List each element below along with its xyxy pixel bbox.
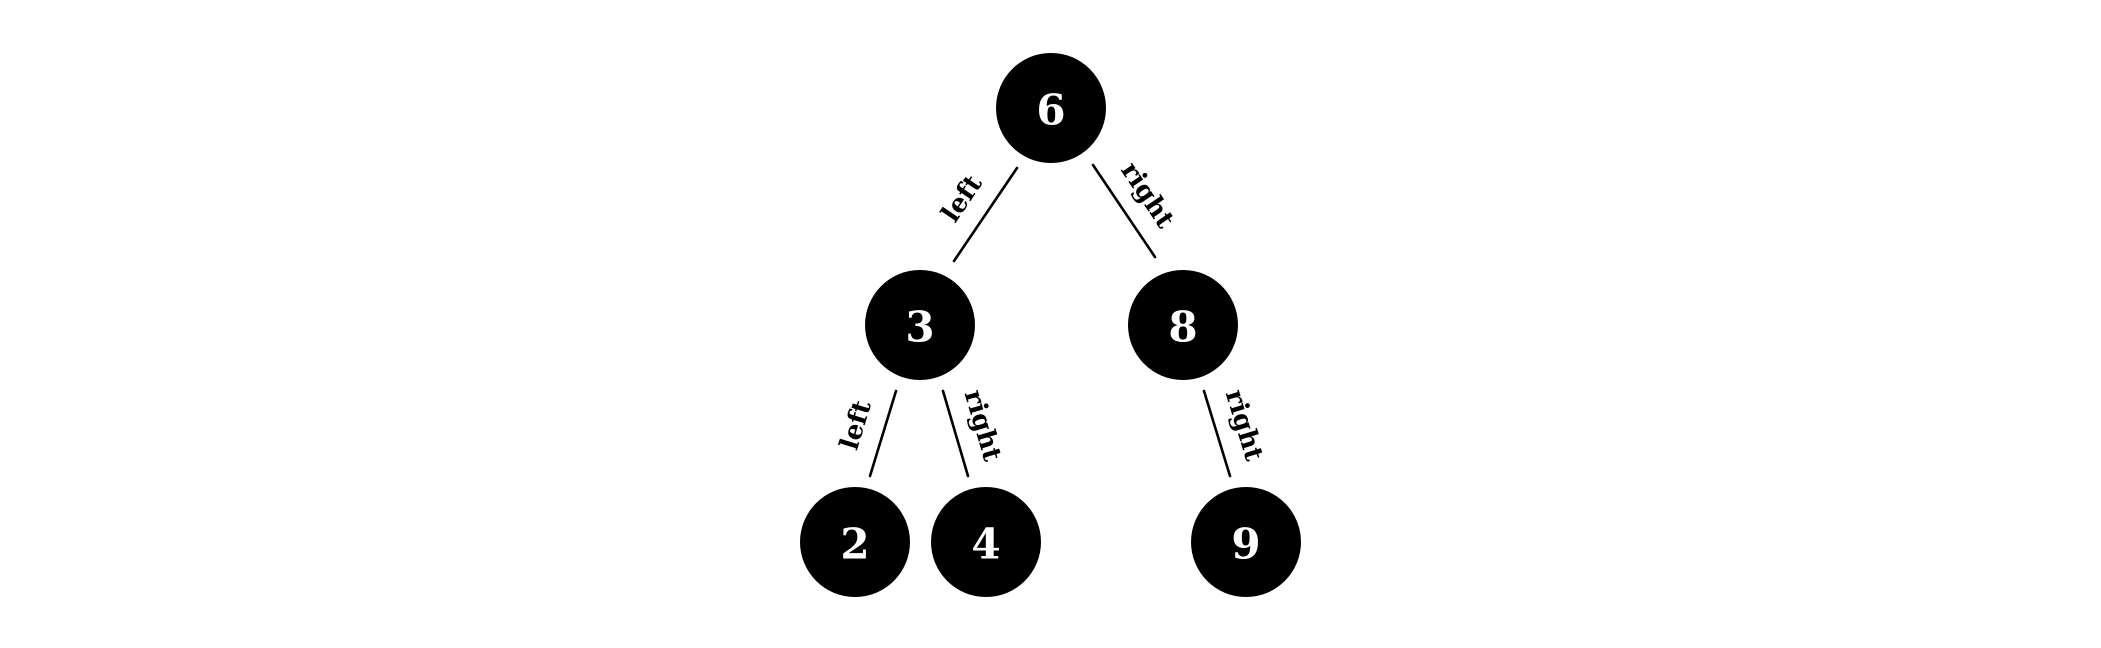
node-value: 8 [1168, 303, 1197, 352]
edge-label: right [958, 387, 1007, 465]
node-circle [865, 270, 975, 380]
edge-label: right [1219, 386, 1269, 464]
node-circle [800, 487, 910, 597]
node-value: 2 [840, 520, 869, 569]
edge-3-4: right [941, 387, 1007, 478]
edge-line [868, 389, 898, 478]
edge-label: left [936, 170, 989, 228]
node-value: 6 [1036, 86, 1065, 135]
edge-3-2: left [835, 389, 898, 478]
node-circle [1128, 270, 1238, 380]
edge-8-9: right [1202, 386, 1269, 478]
node-value: 4 [971, 520, 1000, 569]
tree-node-3: 3 [865, 270, 975, 380]
edge-line [1091, 163, 1157, 259]
tree-node-9: 9 [1191, 487, 1301, 597]
tree-node-4: 4 [931, 487, 1041, 597]
tree-node-6: 6 [996, 53, 1106, 163]
node-circle [1191, 487, 1301, 597]
nodes-layer: 6 3 8 2 4 9 [800, 53, 1301, 597]
edge-line [941, 389, 970, 478]
edge-line [952, 166, 1019, 263]
node-circle [996, 53, 1106, 163]
node-value: 9 [1231, 520, 1260, 569]
node-circle [931, 487, 1041, 597]
tree-node-2: 2 [800, 487, 910, 597]
edge-6-3: left [936, 166, 1019, 263]
edge-label: left [835, 397, 878, 453]
node-value: 3 [905, 303, 934, 352]
edge-label: right [1114, 157, 1179, 234]
tree-node-8: 8 [1128, 270, 1238, 380]
edge-6-8: right [1091, 157, 1180, 259]
edge-line [1202, 389, 1232, 478]
